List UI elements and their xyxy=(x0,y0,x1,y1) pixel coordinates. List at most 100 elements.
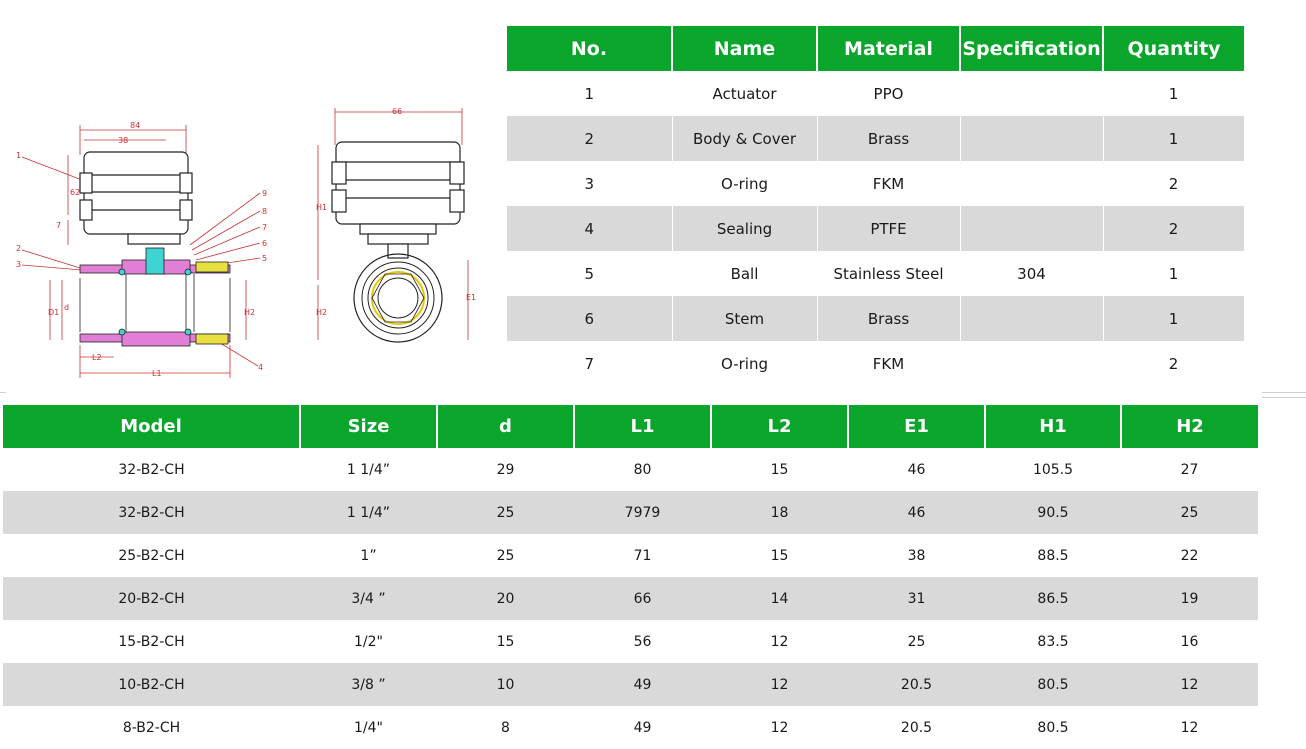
cell-l2: 15 xyxy=(770,461,789,478)
table-row: 25-B2-CH 1” 25 71 15 38 88.5 22 xyxy=(3,534,1258,577)
header-model: Model xyxy=(3,405,301,448)
parts-table-header: No. Name Material Specification Quantity xyxy=(507,26,1244,71)
cell-l2: 14 xyxy=(711,577,848,620)
cell-specification xyxy=(960,116,1104,161)
parts-table: No. Name Material Specification Quantity… xyxy=(507,26,1245,386)
dim-d: d xyxy=(64,303,69,312)
dim-38: 38 xyxy=(118,136,128,145)
cell-quantity: 2 xyxy=(1103,161,1245,206)
callout-1: 1 xyxy=(16,151,21,160)
cell-model: 15-B2-CH xyxy=(118,633,185,650)
cell-quantity: 2 xyxy=(1103,206,1245,251)
cell-h2: 12 xyxy=(1121,663,1258,706)
header-l2: L2 xyxy=(711,405,849,448)
cell-size: 1/4" xyxy=(354,719,383,736)
divider xyxy=(1262,392,1306,393)
header-no: No. xyxy=(507,26,673,71)
cell-d: 10 xyxy=(437,663,574,706)
cell-quantity: 1 xyxy=(1103,71,1245,116)
dim-L1: L1 xyxy=(152,369,162,378)
cell-name: O-ring xyxy=(672,341,818,386)
cell-d: 8 xyxy=(501,719,510,736)
dim-H2-side: H2 xyxy=(244,308,255,317)
callout-6: 6 xyxy=(262,239,267,248)
cell-l2: 15 xyxy=(770,547,789,564)
header-name: Name xyxy=(672,26,818,71)
dim-L2: L2 xyxy=(92,353,102,362)
divider xyxy=(1262,397,1306,398)
cell-l1: 7979 xyxy=(574,491,711,534)
callout-4: 4 xyxy=(258,363,263,372)
cell-l2: 18 xyxy=(711,491,848,534)
cell-model: 20-B2-CH xyxy=(3,577,300,620)
cell-h2: 27 xyxy=(1180,461,1199,478)
cell-specification xyxy=(960,341,1104,386)
cell-l1: 49 xyxy=(574,663,711,706)
cell-h2: 25 xyxy=(1121,491,1258,534)
cell-e1: 46 xyxy=(848,491,985,534)
dim-62: 62 xyxy=(70,188,80,197)
cell-material: Brass xyxy=(817,116,961,161)
cell-h2: 22 xyxy=(1180,547,1199,564)
cell-size: 1 1/4” xyxy=(300,491,437,534)
cell-l1: 56 xyxy=(633,633,652,650)
dim-7: 7 xyxy=(56,221,61,230)
callout-3: 3 xyxy=(16,260,21,269)
cell-name: Body & Cover xyxy=(672,116,818,161)
cell-size: 1 1/4” xyxy=(346,461,391,478)
cell-material: PTFE xyxy=(817,206,961,251)
cell-no: 6 xyxy=(507,296,673,341)
dim-66: 66 xyxy=(392,107,402,116)
cell-l1: 71 xyxy=(633,547,652,564)
cell-specification: 304 xyxy=(960,251,1104,296)
cell-material: PPO xyxy=(817,71,961,116)
cell-size: 1/2" xyxy=(354,633,383,650)
callout-7: 7 xyxy=(262,223,267,232)
cell-material: Brass xyxy=(817,296,961,341)
header-h2: H2 xyxy=(1121,405,1258,448)
table-row: 5 Ball Stainless Steel 304 1 xyxy=(507,251,1245,296)
cell-h1: 83.5 xyxy=(1037,633,1069,650)
cell-size: 3/8 ” xyxy=(300,663,437,706)
cell-l2: 12 xyxy=(770,633,789,650)
cell-d: 29 xyxy=(496,461,515,478)
table-row: 7 O-ring FKM 2 xyxy=(507,341,1245,386)
cell-h2: 19 xyxy=(1121,577,1258,620)
header-material: Material xyxy=(817,26,961,71)
cell-material: FKM xyxy=(817,161,961,206)
cell-quantity: 1 xyxy=(1103,296,1245,341)
table-row: 8-B2-CH 1/4" 8 49 12 20.5 80.5 12 xyxy=(3,706,1258,749)
model-dimensions-table: Model Size d L1 L2 E1 H1 H2 32-B2-CH 1 1… xyxy=(3,405,1258,749)
table-row: 4 Sealing PTFE 2 xyxy=(507,206,1245,251)
header-d: d xyxy=(437,405,575,448)
table-row: 1 Actuator PPO 1 xyxy=(507,71,1245,116)
cell-h1: 80.5 xyxy=(1037,719,1069,736)
dim-D1: D1 xyxy=(48,308,59,317)
dim-H2-front: H2 xyxy=(316,308,327,317)
cell-h2: 16 xyxy=(1180,633,1199,650)
cell-no: 5 xyxy=(507,251,673,296)
table-row: 32-B2-CH 1 1/4” 29 80 15 46 105.5 27 xyxy=(3,448,1258,491)
cell-size: 1” xyxy=(360,547,377,564)
header-specification: Specification xyxy=(960,26,1104,71)
dim-84: 84 xyxy=(130,121,140,130)
cell-e1: 46 xyxy=(907,461,926,478)
callout-8: 8 xyxy=(262,207,267,216)
cell-l2: 12 xyxy=(770,719,789,736)
cell-model: 8-B2-CH xyxy=(122,719,181,736)
cell-h2: 12 xyxy=(1180,719,1199,736)
cell-model: 32-B2-CH xyxy=(118,461,185,478)
cell-l1: 66 xyxy=(574,577,711,620)
table-row: 2 Body & Cover Brass 1 xyxy=(507,116,1245,161)
table-row: 3 O-ring FKM 2 xyxy=(507,161,1245,206)
header-e1: E1 xyxy=(848,405,986,448)
table-row: 15-B2-CH 1/2" 15 56 12 25 83.5 16 xyxy=(3,620,1258,663)
cell-d: 25 xyxy=(496,547,515,564)
cell-d: 25 xyxy=(437,491,574,534)
cell-e1: 20.5 xyxy=(848,663,985,706)
cell-material: Stainless Steel xyxy=(817,251,961,296)
callout-5: 5 xyxy=(262,254,267,263)
cell-name: Ball xyxy=(672,251,818,296)
cell-specification xyxy=(960,161,1104,206)
cell-quantity: 1 xyxy=(1103,116,1245,161)
